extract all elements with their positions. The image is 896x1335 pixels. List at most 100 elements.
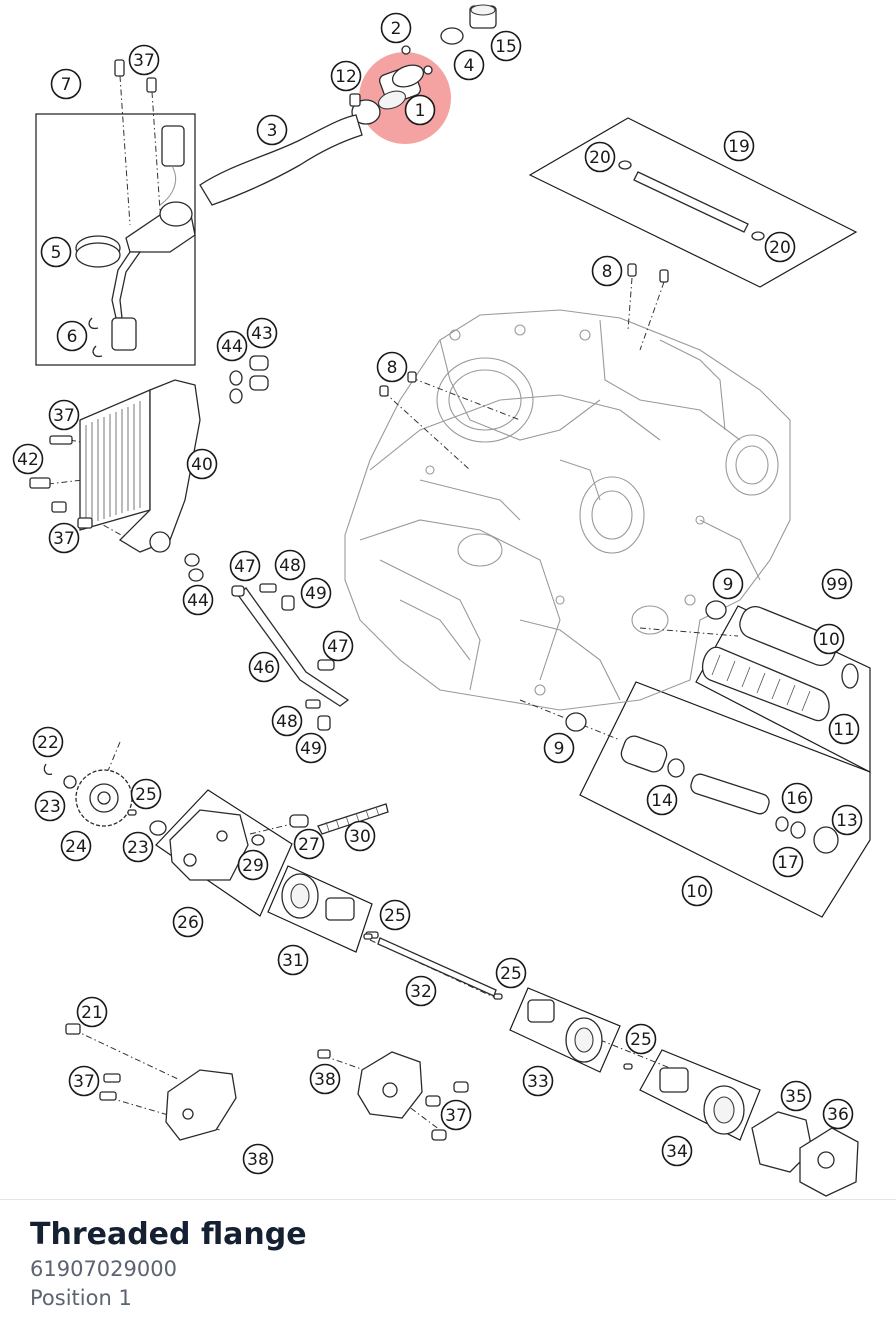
callout-number[interactable]: 32	[410, 982, 432, 1002]
part-rings-43-44[interactable]	[184, 355, 269, 582]
part-oil-cooler[interactable]	[79, 379, 201, 553]
part-screw-2[interactable]	[401, 45, 433, 75]
callout-circle[interactable]	[229, 550, 261, 582]
callout-circle[interactable]	[182, 584, 214, 616]
callout-number[interactable]: 25	[500, 964, 522, 984]
callout-number[interactable]: 29	[242, 856, 264, 876]
callout-circle[interactable]	[584, 141, 616, 173]
part-o-ring-9[interactable]	[565, 600, 727, 732]
callout-number[interactable]: 10	[686, 882, 708, 902]
callout-number[interactable]: 25	[384, 906, 406, 926]
callout-circle[interactable]	[330, 60, 362, 92]
callout-number[interactable]: 9	[723, 575, 734, 595]
callout-circle[interactable]	[495, 957, 527, 989]
callout-number[interactable]: 30	[349, 827, 371, 847]
callout-circle[interactable]	[50, 68, 82, 100]
callout-number[interactable]: 43	[251, 324, 273, 344]
callout-circle[interactable]	[828, 713, 860, 745]
callout-circle[interactable]	[172, 906, 204, 938]
callout-circle[interactable]	[764, 231, 796, 263]
callout-circle[interactable]	[405, 975, 437, 1007]
callout-number[interactable]: 35	[785, 1087, 807, 1107]
callout-number[interactable]: 49	[300, 739, 322, 759]
callout-circle[interactable]	[380, 12, 412, 44]
part-filter-insert[interactable]	[619, 733, 839, 854]
callout-number[interactable]: 47	[327, 637, 349, 657]
callout-number[interactable]: 5	[51, 243, 62, 263]
callout-number[interactable]: 20	[589, 148, 611, 168]
callout-circle[interactable]	[242, 1143, 274, 1175]
callout-number[interactable]: 23	[127, 838, 149, 858]
callout-circle[interactable]	[522, 1065, 554, 1097]
callout-circle[interactable]	[128, 44, 160, 76]
callout-number[interactable]: 25	[135, 785, 157, 805]
callout-number[interactable]: 34	[666, 1142, 688, 1162]
callout-circle[interactable]	[256, 114, 288, 146]
callout-number[interactable]: 10	[818, 630, 840, 650]
callout-number[interactable]: 15	[495, 37, 517, 57]
callout-circle[interactable]	[122, 831, 154, 863]
callout-number[interactable]: 14	[651, 791, 673, 811]
callout-circle[interactable]	[274, 549, 306, 581]
callout-circle[interactable]	[34, 790, 66, 822]
callout-number[interactable]: 13	[836, 811, 858, 831]
callout-number[interactable]: 17	[777, 853, 799, 873]
callout-number[interactable]: 38	[314, 1070, 336, 1090]
part-pins-25[interactable]	[127, 809, 633, 1070]
callout-number[interactable]: 48	[279, 556, 301, 576]
callout-circle[interactable]	[723, 130, 755, 162]
part-rotor-set-33[interactable]	[527, 999, 603, 1063]
callout-number[interactable]: 42	[17, 450, 39, 470]
part-hose-clamp[interactable]	[349, 93, 381, 125]
callout-number[interactable]: 47	[234, 557, 256, 577]
callout-number[interactable]: 49	[305, 584, 327, 604]
callout-number[interactable]: 12	[335, 67, 357, 87]
part-oil-line[interactable]	[237, 587, 350, 707]
callout-circle[interactable]	[772, 846, 804, 878]
part-oil-hose[interactable]	[199, 114, 363, 206]
part-screw-plug[interactable]	[469, 4, 497, 29]
callout-circle[interactable]	[681, 875, 713, 907]
callout-number[interactable]: 6	[67, 327, 78, 347]
callout-number[interactable]: 44	[221, 337, 243, 357]
callout-circle[interactable]	[625, 1023, 657, 1055]
part-small-47-48-49[interactable]	[231, 583, 335, 731]
callout-circle[interactable]	[271, 705, 303, 737]
callout-number[interactable]: 36	[827, 1105, 849, 1125]
callout-circle[interactable]	[646, 784, 678, 816]
callout-circle[interactable]	[246, 317, 278, 349]
callout-number[interactable]: 16	[786, 789, 808, 809]
callout-number[interactable]: 21	[81, 1003, 103, 1023]
part-screws-42-37[interactable]	[29, 435, 93, 529]
callout-number[interactable]: 11	[833, 720, 855, 740]
callout-circle[interactable]	[12, 443, 44, 475]
part-pump-housing-mid[interactable]	[317, 1049, 469, 1141]
part-oil-filter-assembly[interactable]	[701, 602, 859, 722]
callout-circle[interactable]	[376, 351, 408, 383]
part-circlip-6[interactable]	[88, 317, 103, 358]
callout-number[interactable]: 37	[53, 529, 75, 549]
callout-number[interactable]: 9	[554, 739, 565, 759]
callout-number[interactable]: 48	[276, 712, 298, 732]
callout-circle[interactable]	[831, 804, 863, 836]
callout-number[interactable]: 8	[387, 358, 398, 378]
callout-number[interactable]: 25	[630, 1030, 652, 1050]
callout-circle[interactable]	[40, 236, 72, 268]
callout-number[interactable]: 7	[61, 75, 72, 95]
callout-number[interactable]: 40	[191, 455, 213, 475]
callout-number[interactable]: 38	[247, 1150, 269, 1170]
callout-number[interactable]: 31	[282, 951, 304, 971]
callout-circle[interactable]	[591, 255, 623, 287]
callout-circle[interactable]	[216, 330, 248, 362]
callout-circle[interactable]	[821, 568, 853, 600]
callout-circle[interactable]	[48, 399, 80, 431]
part-screws-37-top[interactable]	[114, 59, 157, 93]
part-pump-housing-lower[interactable]	[65, 1023, 237, 1141]
callout-number[interactable]: 2	[391, 19, 402, 39]
callout-circle[interactable]	[780, 1080, 812, 1112]
callout-circle[interactable]	[300, 577, 332, 609]
callout-circle[interactable]	[379, 899, 411, 931]
callout-number[interactable]: 33	[527, 1072, 549, 1092]
callout-number[interactable]: 3	[267, 121, 278, 141]
callout-number[interactable]: 23	[39, 797, 61, 817]
